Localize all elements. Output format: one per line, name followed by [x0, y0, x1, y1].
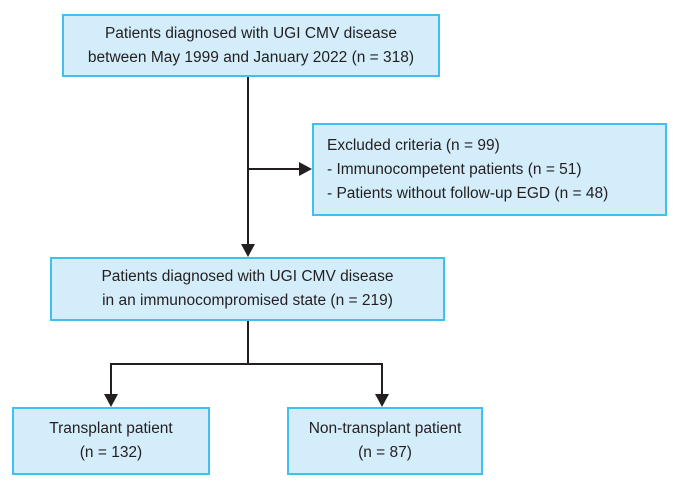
- box-transplant-line1: Transplant patient: [49, 420, 173, 437]
- box-immunocompromised: Patients diagnosed with UGI CMV disease …: [50, 257, 445, 321]
- connector-split-bar: [110, 363, 383, 365]
- box-immunocompromised-line1: Patients diagnosed with UGI CMV disease: [101, 268, 394, 285]
- box-immunocompromised-line2: in an immunocompromised state (n = 219): [102, 292, 393, 309]
- connector-drop-left: [110, 363, 112, 395]
- box-non-transplant: Non-transplant patient (n = 87): [287, 407, 483, 475]
- box-excluded-criteria: Excluded criteria (n = 99) - Immunocompe…: [312, 123, 667, 216]
- box-non-transplant-line2: (n = 87): [358, 444, 412, 461]
- box-total-cohort-line2: between May 1999 and January 2022 (n = 3…: [87, 48, 415, 66]
- box-transplant: Transplant patient (n = 132): [12, 407, 210, 475]
- box-non-transplant-line1: Non-transplant patient: [308, 420, 462, 437]
- connector-to-excluded: [248, 168, 300, 170]
- arrowhead-down-middle-icon: [241, 244, 255, 257]
- arrowhead-down-transplant-icon: [104, 394, 118, 407]
- box-excluded-line2: - Immunocompetent patients (n = 51): [327, 160, 582, 178]
- connector-middle-stem: [247, 321, 249, 365]
- connector-top-to-middle: [247, 77, 249, 245]
- box-excluded-line3: - Patients without follow-up EGD (n = 48…: [327, 184, 609, 202]
- connector-drop-right: [381, 363, 383, 395]
- box-excluded-line1: Excluded criteria (n = 99): [327, 136, 500, 154]
- arrowhead-down-non-transplant-icon: [375, 394, 389, 407]
- box-transplant-line2: (n = 132): [79, 444, 143, 461]
- box-total-cohort-line1: Patients diagnosed with UGI CMV disease: [104, 24, 398, 42]
- box-total-cohort: Patients diagnosed with UGI CMV disease …: [62, 14, 440, 77]
- arrowhead-right-excluded-icon: [299, 162, 312, 176]
